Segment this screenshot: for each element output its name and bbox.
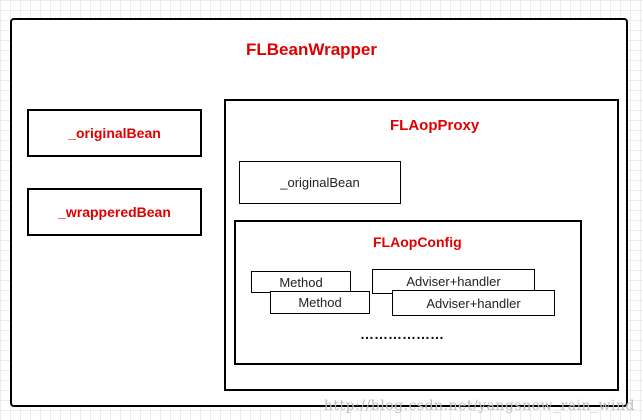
ellipsis-dots: ……………… [360, 326, 444, 342]
proxy-original-bean-label: _originalBean [280, 175, 360, 190]
watermark-text: http://blog.csdn.net/yangsnow_rain_wind [323, 398, 635, 414]
aop-config-title: FLAopConfig [373, 234, 462, 250]
bean-wrapper-title: FLBeanWrapper [246, 40, 377, 59]
adviser-label-front: Adviser+handler [426, 295, 521, 311]
original-bean-field-label: _originalBean [68, 125, 161, 141]
method-label-back: Method [279, 274, 323, 290]
method-box-front: Method [270, 291, 370, 314]
wrappered-bean-field-label: _wrapperedBean [58, 204, 171, 220]
wrappered-bean-field-box: _wrapperedBean [27, 188, 202, 236]
adviser-box-front: Adviser+handler [392, 290, 555, 316]
adviser-label-back: Adviser+handler [406, 274, 501, 289]
adviser-box-back: Adviser+handler [372, 269, 535, 294]
original-bean-field-box: _originalBean [27, 109, 202, 157]
method-box-back: Method [251, 271, 351, 293]
aop-proxy-title: FLAopProxy [390, 117, 480, 134]
proxy-original-bean-box: _originalBean [239, 161, 401, 204]
method-label-front: Method [298, 295, 342, 310]
